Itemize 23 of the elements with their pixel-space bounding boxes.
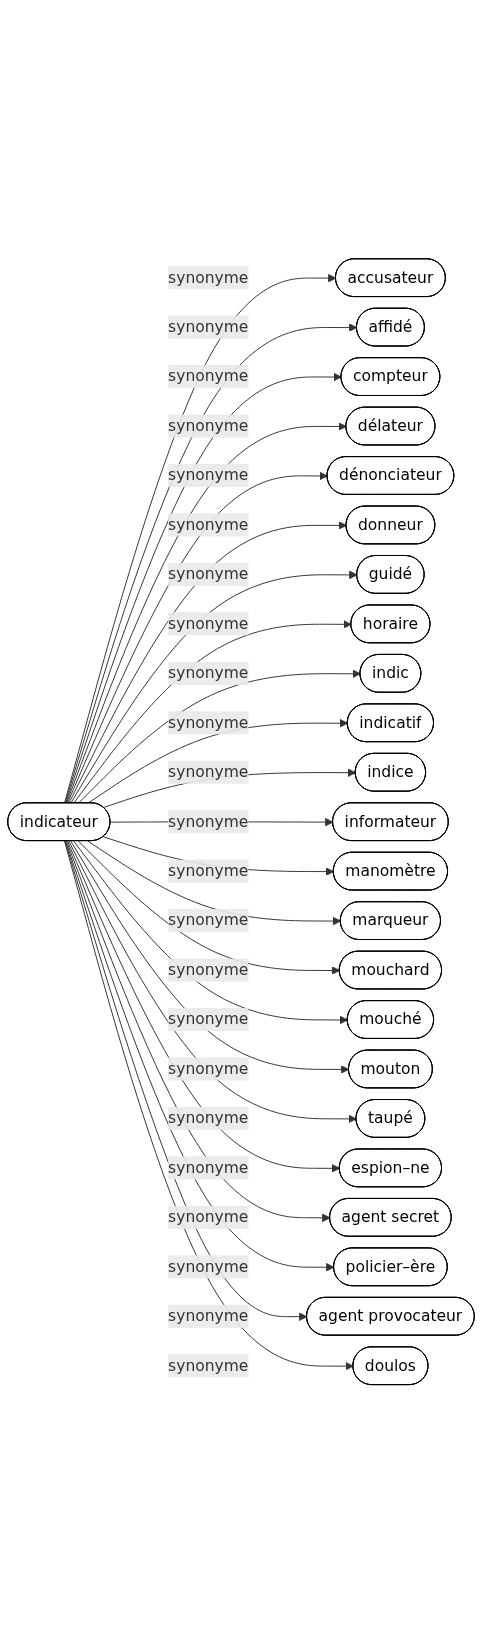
edge-label: synonyme — [168, 1207, 249, 1226]
edge-label: synonyme — [168, 267, 249, 287]
edge-label: synonyme — [168, 515, 249, 534]
edge-label: synonyme — [168, 613, 249, 633]
edge-label: synonyme — [168, 1059, 249, 1078]
edge-label: synonyme — [168, 416, 249, 435]
edge-label: synonyme — [168, 317, 249, 336]
edge-label: synonyme — [168, 811, 249, 831]
edge-label: synonyme — [168, 960, 249, 979]
edge-label: synonyme — [168, 1158, 249, 1177]
edge-label: synonyme — [168, 1108, 249, 1127]
edge-label: synonyme — [168, 712, 249, 732]
edge-label: synonyme — [168, 861, 249, 880]
edge-label: synonyme — [168, 366, 249, 386]
edge-label: synonyme — [168, 663, 249, 682]
edge-label: synonyme — [168, 1009, 249, 1029]
edge-label: synonyme — [168, 1306, 249, 1325]
edge-label: synonyme — [168, 910, 249, 930]
edge-label: synonyme — [168, 465, 249, 485]
edge-label: synonyme — [168, 1256, 249, 1276]
edge-label: synonyme — [168, 1355, 249, 1375]
edge-label: synonyme — [168, 564, 249, 583]
edge-label: synonyme — [168, 762, 249, 781]
